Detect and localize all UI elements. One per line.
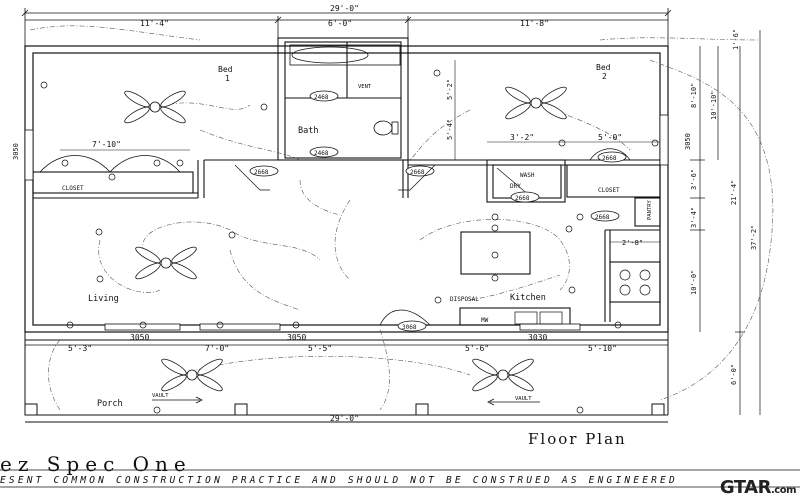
- door-tag-pantry: 2668: [595, 214, 610, 221]
- watermark-logo: GTAR.com: [719, 477, 797, 498]
- porch-structure: [24, 332, 669, 423]
- pantry-label: PANTRY: [647, 199, 653, 220]
- dim-overall-bottom: 29'-0": [330, 414, 359, 423]
- ceiling-fan-porch-right: [472, 358, 534, 392]
- ceiling-fan-bed1: [124, 90, 186, 124]
- bed2-label-line1: Bed: [596, 63, 611, 72]
- dim-bed2-h1: 3'-2": [510, 133, 534, 142]
- door-tag-bed1: 2668: [254, 169, 269, 176]
- dim-porch-w2: 3050: [287, 333, 306, 342]
- dim-right-v7: 37'-2": [750, 225, 758, 250]
- disposal-label: DISPOSAL: [450, 296, 479, 303]
- kitchen-sink: [514, 311, 563, 325]
- dim-top-right: 11'-8": [520, 19, 549, 28]
- dim-top-mid: 6'-0": [328, 19, 352, 28]
- door-tag-bed2-closet: 2668: [602, 155, 617, 162]
- dim-porch-w3: 3030: [528, 333, 547, 342]
- dim-porch-left: 5'-3": [68, 344, 92, 353]
- windows: [24, 114, 669, 331]
- door-tag-laundry: 2668: [515, 195, 530, 202]
- door-tag-bath-top: 2468: [314, 94, 329, 101]
- watermark-sub: .com: [770, 485, 797, 496]
- vault-label-left: VAULT: [152, 393, 169, 399]
- spec-title: ez Spec One: [0, 452, 192, 476]
- dry-label: DRY: [510, 183, 521, 190]
- door-tag-bath-bottom: 2468: [314, 150, 329, 157]
- dim-right-v8: 6'-0": [730, 364, 738, 385]
- dim-bed1-closet: 7'-10": [92, 140, 121, 149]
- dim-porch-mid2: 5'-5": [308, 344, 332, 353]
- closet-right-label: CLOSET: [598, 187, 620, 194]
- porch-label: Porch: [97, 399, 123, 409]
- bath-label: Bath: [298, 126, 318, 136]
- dim-right-v9: 1'-6": [732, 29, 740, 50]
- dim-right-v4: 21'-4": [730, 180, 738, 205]
- ceiling-fan-living: [135, 246, 197, 280]
- bed1-label-line2: 1: [225, 74, 230, 83]
- disclaimer-text: ESENT COMMON CONSTRUCTION PRACTICE AND S…: [0, 475, 678, 486]
- toilet: [373, 120, 399, 136]
- dim-right-v5: 3'-4": [690, 207, 698, 228]
- bed2-label-line2: 2: [602, 72, 607, 81]
- bathtub: [289, 44, 401, 66]
- dim-porch-right: 5'-10": [588, 344, 617, 353]
- closet-left-label: CLOSET: [62, 185, 84, 192]
- bed1-label-line1: Bed: [218, 65, 233, 74]
- dim-porch-w1: 3050: [130, 333, 149, 342]
- dim-top-left: 11'-4": [140, 19, 169, 28]
- dim-right-window: 3050: [684, 133, 692, 150]
- vault-label-right: VAULT: [515, 396, 532, 402]
- mw-label: MW: [481, 317, 489, 324]
- right-dimensions: [690, 30, 761, 415]
- dim-right-v2: 10'-10": [710, 90, 718, 120]
- range-burners: [619, 269, 651, 296]
- door-tag-entry: 3068: [402, 324, 417, 331]
- door-tag-bed2: 2668: [410, 169, 425, 176]
- dim-overall-top: 29'-0": [330, 4, 359, 13]
- ceiling-fan-bed2: [505, 86, 567, 120]
- dim-bed2-h2: 5'-0": [598, 133, 622, 142]
- kitchen-label: Kitchen: [510, 293, 546, 303]
- living-label: Living: [88, 294, 119, 304]
- electrical-runs: [29, 25, 774, 411]
- top-dimensions: [21, 8, 672, 50]
- door-swings: [39, 148, 631, 326]
- dim-right-v1: 8'-10": [690, 83, 698, 108]
- dim-right-v6: 10'-0": [690, 270, 698, 295]
- dim-left-window: 3050: [12, 143, 20, 160]
- dim-bed2-v1: 5'-2": [446, 79, 454, 100]
- floor-plan-title: Floor Plan: [528, 430, 627, 448]
- dim-porch-mid3: 5'-6": [465, 344, 489, 353]
- outlets: [40, 69, 659, 414]
- dim-right-v3: 3'-6": [690, 169, 698, 190]
- vent-label: VENT: [358, 84, 372, 90]
- watermark-text: GTAR: [719, 477, 772, 498]
- wash-label: WASH: [520, 172, 535, 179]
- dim-kitchen-counter: 2'-8": [622, 239, 643, 247]
- dim-bed2-v2: 5'-4": [446, 119, 454, 140]
- door-tags: [249, 90, 627, 332]
- dim-porch-mid1: 7'-0": [205, 344, 229, 353]
- ceiling-fan-porch-left: [161, 358, 223, 392]
